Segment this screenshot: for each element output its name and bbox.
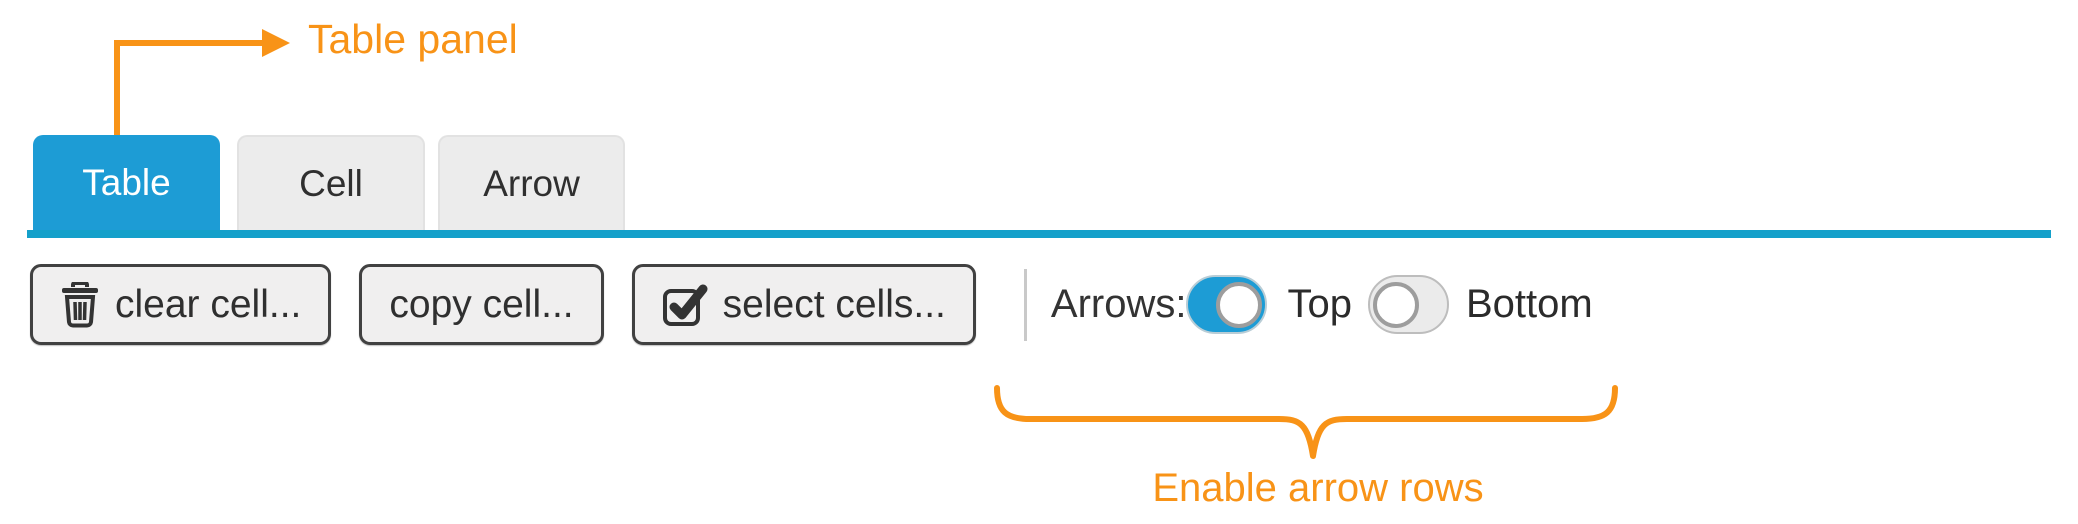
arrows-label: Arrows: [1050, 282, 1187, 326]
clear-cells-button[interactable]: clear cell... [30, 264, 332, 345]
toggle-bottom-label: Bottom [1465, 282, 1593, 326]
select-cells-button-label: select cells... [722, 282, 946, 326]
table-toolbar: clear cell... copy cell... select cells.… [30, 264, 1593, 345]
active-tab-underline [27, 230, 2051, 238]
arrows-top-toggle[interactable] [1186, 275, 1268, 334]
annotation-enable-arrow-rows-label: Enable arrow rows [1152, 466, 1484, 510]
toggle-top-label: Top [1287, 282, 1352, 326]
annotation-curly-brace [994, 385, 1618, 459]
panel-tabs: Table Cell Arrow [33, 135, 625, 230]
copy-cells-button-label: copy cell... [389, 282, 574, 326]
toggle-knob [1372, 281, 1419, 328]
annotation-table-panel-label: Table panel [308, 16, 518, 62]
select-cells-button[interactable]: select cells... [631, 264, 976, 345]
tab-arrow[interactable]: Arrow [438, 135, 625, 230]
tab-cell[interactable]: Cell [237, 135, 425, 230]
copy-cells-button[interactable]: copy cell... [359, 264, 604, 345]
toggle-knob [1216, 281, 1263, 328]
clear-cells-button-label: clear cell... [115, 282, 302, 326]
toolbar-divider [1023, 268, 1027, 341]
arrows-bottom-toggle[interactable] [1367, 275, 1449, 334]
tab-table[interactable]: Table [33, 135, 220, 230]
checkbox-checked-icon [662, 284, 708, 326]
trash-icon [62, 281, 98, 327]
